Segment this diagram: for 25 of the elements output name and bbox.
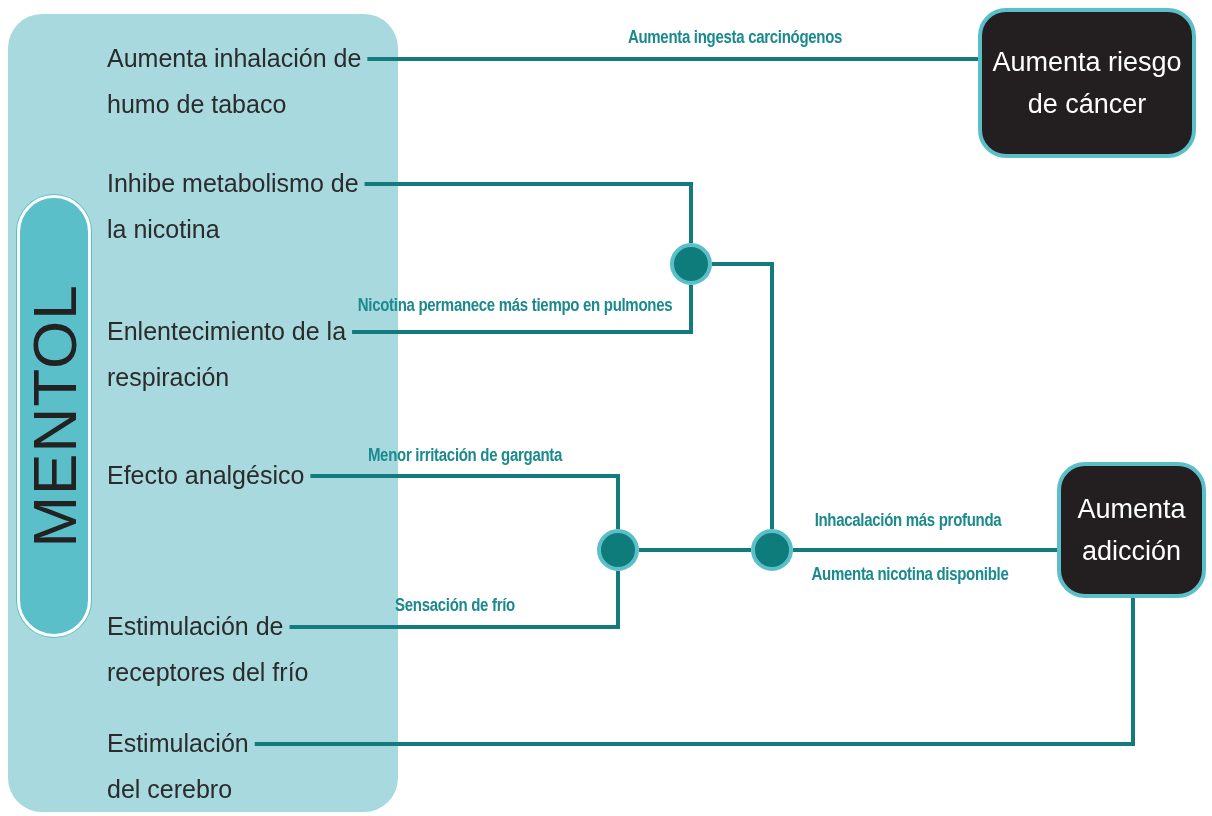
outcome-box: Aumenta riesgo de cáncer bbox=[978, 8, 1196, 158]
edge-label: Sensación de frío bbox=[395, 593, 515, 616]
junction-dot bbox=[597, 529, 639, 571]
connector-line bbox=[289, 571, 620, 629]
junction-dot bbox=[670, 243, 712, 285]
effect-text: Aumenta inhalación de humo de tabaco bbox=[107, 35, 382, 127]
line-note: Aumenta nicotina disponible bbox=[811, 562, 1009, 585]
effect-text: Estimulación de receptores del frío bbox=[107, 603, 337, 695]
junction-dot bbox=[751, 529, 793, 571]
effect-text: Estimulación del cerebro bbox=[107, 720, 267, 812]
outcome-box: Aumenta adicción bbox=[1057, 462, 1206, 598]
edge-label: Inhacalación más profunda bbox=[814, 508, 1002, 531]
connector-line bbox=[352, 285, 693, 334]
connector-line bbox=[254, 598, 1135, 746]
connector-line bbox=[367, 57, 978, 61]
effect-text: Enlentecimiento de la respiración bbox=[107, 308, 347, 400]
effect-text: Inhibe metabolismo de la nicotina bbox=[107, 160, 377, 252]
connector-line bbox=[793, 548, 1057, 552]
edge-label: Aumenta ingesta carcinógenos bbox=[627, 25, 843, 48]
connector-line bbox=[639, 548, 751, 552]
effect-text: Efecto analgésico bbox=[107, 452, 337, 498]
connector-line bbox=[712, 262, 774, 529]
connector-line bbox=[364, 182, 693, 243]
title-text: MENTOL bbox=[18, 284, 90, 548]
connector-line bbox=[310, 474, 620, 529]
